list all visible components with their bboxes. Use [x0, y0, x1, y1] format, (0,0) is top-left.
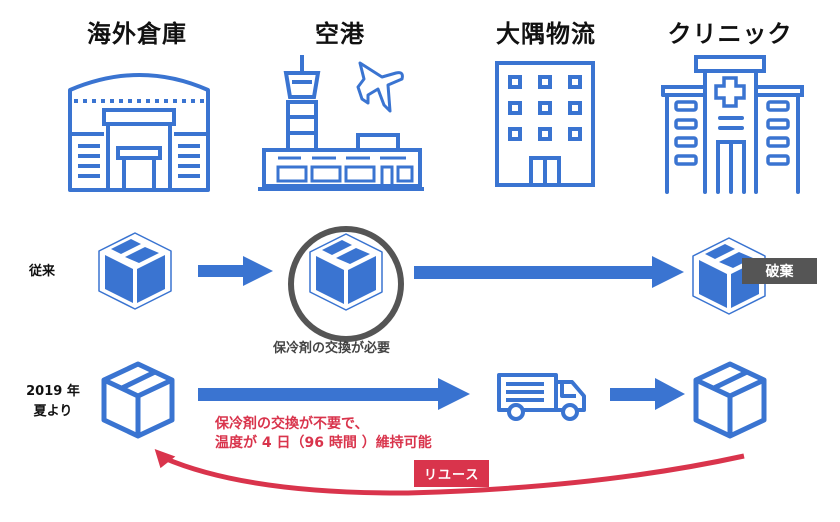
location-title-clinic: クリニック — [667, 20, 793, 48]
note-no-coolant-exchange: 保冷剤の交換が不要で、 温度が 4 日（96 時間 ）維持可能 — [215, 415, 432, 453]
box-icon-warehouse-conventional — [98, 232, 172, 310]
long-arrow-icon — [414, 256, 684, 288]
location-title-warehouse: 海外倉庫 — [87, 20, 187, 48]
location-title-logistics: 大隅物流 — [496, 20, 596, 48]
arrow-icon — [198, 256, 273, 286]
highlight-circle — [288, 226, 404, 342]
truck-icon — [497, 373, 586, 421]
note-line2: 温度が 4 日（96 時間 ）維持可能 — [215, 435, 432, 451]
row-label-conventional: 従来 — [28, 264, 55, 279]
office-building-icon — [495, 61, 595, 187]
reusable-box-icon-start — [100, 360, 176, 440]
note-line1: 保冷剤の交換が不要で、 — [215, 416, 369, 432]
reuse-return-arrow — [154, 448, 745, 496]
box-icon-airport-conventional — [309, 233, 383, 311]
reusable-box-icon-end — [692, 360, 768, 440]
location-title-airport: 空港 — [315, 20, 365, 48]
row-label-new: 2019 年 夏より — [20, 382, 86, 422]
row-label-new-line2: 夏より — [33, 404, 73, 419]
long-arrow-icon-new — [198, 378, 470, 410]
reuse-tag: リユース — [414, 460, 490, 487]
airport-icon — [258, 55, 424, 191]
row-label-new-line1: 2019 年 — [26, 384, 80, 399]
warehouse-icon — [68, 73, 210, 192]
discard-tag: 破棄 — [742, 258, 817, 284]
hospital-icon — [661, 55, 804, 194]
note-coolant-exchange-required: 保冷剤の交換が必要 — [273, 341, 391, 356]
arrow-icon-new — [610, 378, 685, 410]
